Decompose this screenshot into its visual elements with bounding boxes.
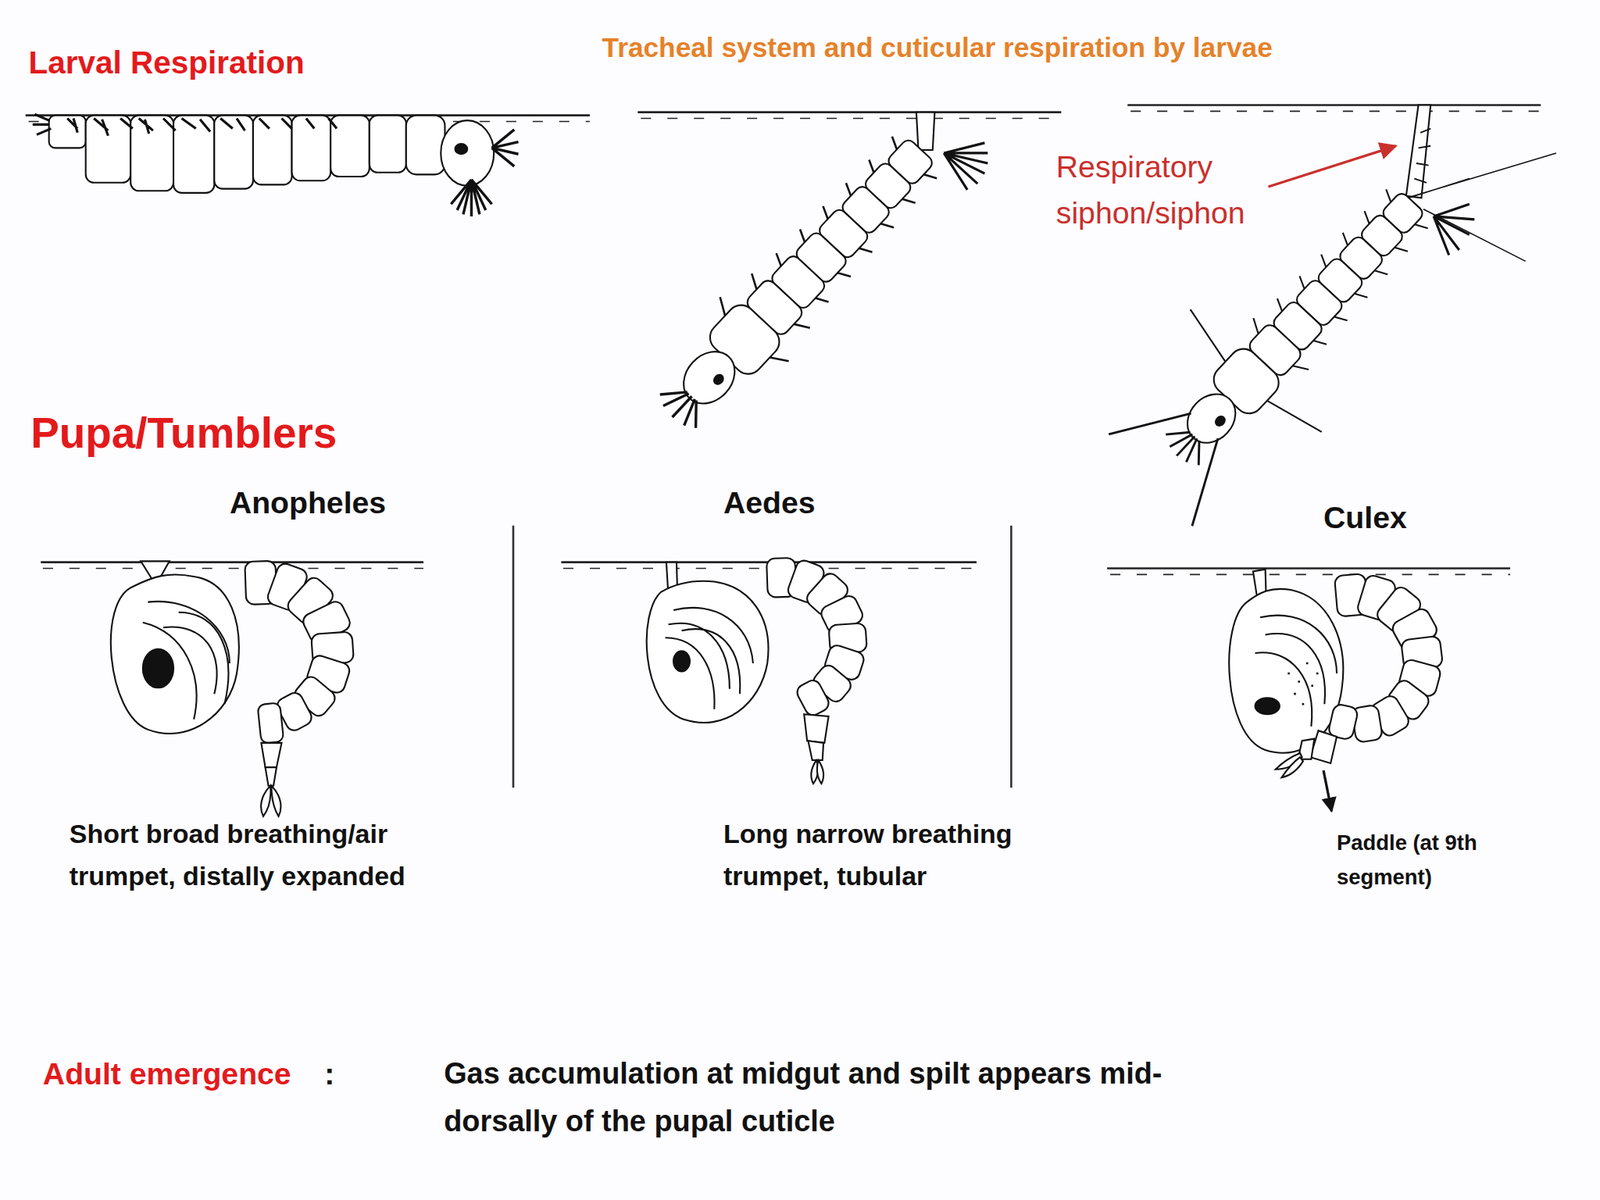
larva-segment	[49, 115, 86, 149]
panel-divider	[1010, 525, 1013, 789]
water-line	[40, 560, 424, 564]
part-label: Paddle (at 9th segment)	[1336, 825, 1526, 895]
cephalothorax	[1228, 589, 1343, 754]
culex-pupa	[1228, 569, 1443, 778]
genus-name: Culex	[1323, 499, 1408, 536]
larva-eye	[455, 143, 468, 154]
larva-segment	[330, 115, 370, 177]
anopheles-larva	[32, 114, 519, 217]
paddle	[1281, 757, 1303, 778]
appendage-cases	[665, 607, 754, 710]
subheading: Tracheal system and cuticular respiratio…	[602, 31, 1273, 65]
water-ripples	[640, 117, 1061, 120]
abdomen-segment	[794, 677, 832, 718]
pupa-abdomen	[766, 557, 868, 718]
larva-hairs	[32, 114, 337, 136]
mouth-brush	[450, 129, 518, 217]
tail-segment	[260, 742, 282, 768]
culex-larva	[638, 112, 989, 450]
paddle	[817, 760, 824, 784]
larva-segment	[85, 115, 131, 183]
paddle-arrow	[1323, 770, 1332, 811]
respiratory-siphon	[1406, 105, 1431, 199]
paddle	[260, 785, 271, 817]
section-heading: Pupa/Tumblers	[30, 407, 337, 460]
mouth-brush	[654, 379, 711, 435]
long-setae	[1400, 153, 1557, 261]
callout-arrow	[1268, 146, 1397, 187]
siphon-tufts	[1414, 128, 1431, 183]
respiratory-siphon	[916, 112, 936, 150]
larva-hairs	[1180, 147, 1473, 443]
mouth-brush	[1101, 382, 1248, 526]
tail-segment	[803, 714, 829, 743]
pupa-abdomen	[244, 560, 354, 744]
cephalothorax	[110, 574, 240, 734]
larva-body	[638, 117, 957, 450]
stipple	[1287, 663, 1318, 704]
punctuation: :	[324, 1055, 335, 1093]
water-surfaces	[25, 105, 1542, 575]
appendage-cases	[1255, 615, 1337, 727]
pupa-eye	[673, 650, 690, 672]
larva-eye	[712, 372, 726, 386]
water-line	[1107, 567, 1511, 570]
larva-thorax	[406, 115, 446, 175]
panel-divider	[512, 525, 515, 789]
genus-name: Aedes	[723, 484, 816, 522]
water-ripples	[1110, 574, 1511, 576]
larva-hairs	[713, 125, 950, 369]
water-ripples	[42, 567, 424, 570]
section-heading: Adult emergence	[42, 1055, 292, 1093]
description-note: Long narrow breathing trumpet, tubular	[723, 812, 1111, 898]
larva-segment	[253, 115, 293, 186]
pupa-eye	[142, 649, 174, 689]
water-line	[1127, 103, 1541, 107]
water-line	[637, 110, 1061, 114]
abdomen-segment	[257, 702, 285, 743]
tail-segment	[807, 740, 824, 761]
larva-segment	[214, 115, 254, 190]
larva-head	[440, 120, 494, 186]
section-heading: Larval Respiration	[28, 43, 305, 83]
anal-brush	[943, 142, 988, 190]
callout-label: Respiratory siphon/siphon	[1056, 144, 1312, 237]
tail-segment	[265, 767, 277, 786]
anal-brush	[1433, 203, 1475, 255]
anopheles-pupa	[110, 560, 354, 817]
water-ripples	[1130, 110, 1541, 113]
paddle	[271, 785, 281, 817]
description-note: Gas accumulation at midgut and spilt app…	[443, 1050, 1250, 1145]
description-note: Short broad breathing/air trumpet, dista…	[69, 812, 499, 898]
pupa-eye	[1255, 697, 1280, 715]
tail-segment	[1310, 730, 1337, 764]
larva-segment	[130, 115, 174, 192]
genus-name: Anopheles	[229, 484, 386, 522]
aedes-pupa	[646, 557, 868, 784]
cephalothorax	[646, 581, 769, 723]
appendage-cases	[142, 601, 230, 720]
larva-eye	[1214, 414, 1228, 429]
pupa-abdomen	[1327, 573, 1443, 743]
larva-segment	[369, 115, 407, 173]
